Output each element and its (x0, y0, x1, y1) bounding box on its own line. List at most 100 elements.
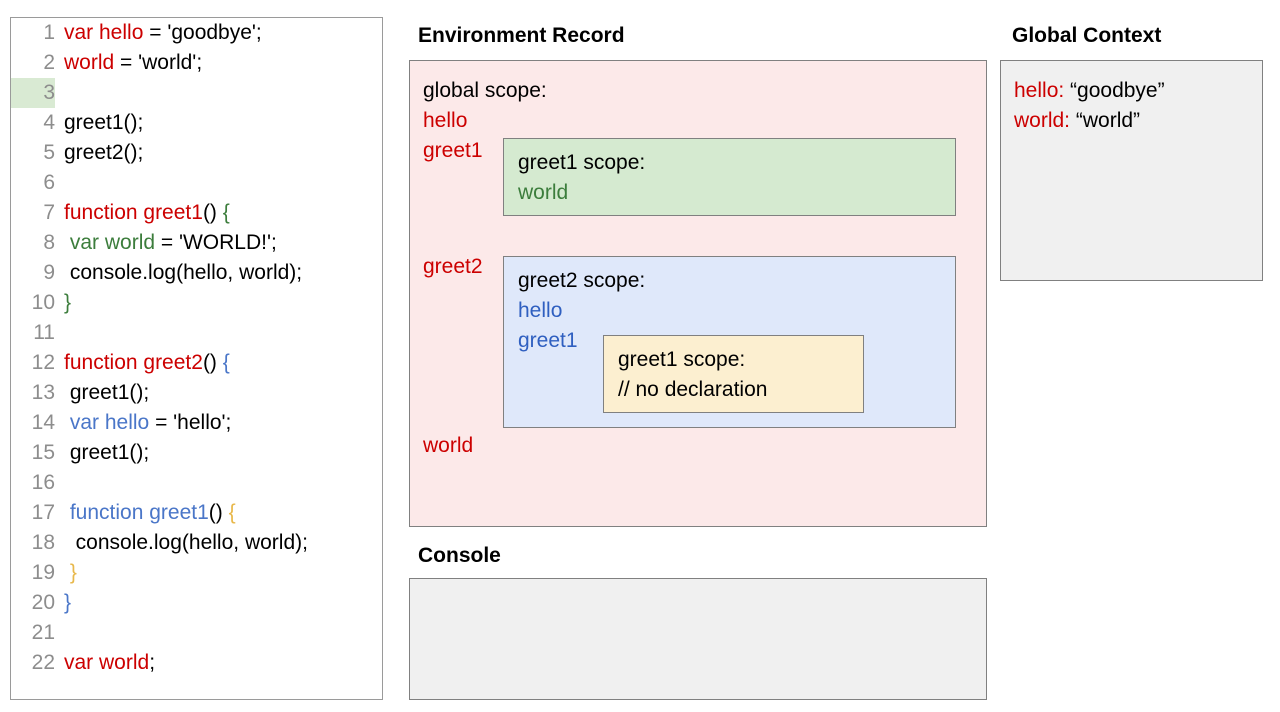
code-token: greet1(); (64, 111, 144, 134)
code-token: function greet1 (64, 201, 203, 224)
code-line-text: console.log(hello, world); (55, 528, 308, 558)
code-token: { (222, 201, 230, 224)
code-line-number: 2 (43, 51, 55, 74)
code-line[interactable]: 21 (11, 618, 382, 648)
code-line-text: function greet2() { (55, 348, 230, 378)
greet2-scope-box: greet2 scope: hello greet1 greet1 scope:… (503, 256, 956, 428)
code-token: } (69, 561, 77, 584)
code-line-number: 6 (43, 171, 55, 194)
code-line-text: var hello = 'hello'; (55, 408, 232, 438)
greet1-scope-label: greet1 scope: (518, 151, 646, 174)
code-token: () (202, 351, 223, 374)
code-line-text: } (55, 588, 71, 618)
global-context-entry-value: “goodbye” (1064, 79, 1165, 102)
code-line-number: 1 (43, 21, 55, 44)
code-line[interactable]: 13 greet1(); (11, 378, 382, 408)
code-line-text: greet1(); (55, 438, 149, 468)
code-line-text: var world = 'WORLD!'; (55, 228, 277, 258)
code-token: = 'hello'; (149, 411, 232, 434)
global-var-hello: hello (423, 109, 468, 132)
code-line-text: var world; (55, 648, 155, 678)
code-line[interactable]: 8 var world = 'WORLD!'; (11, 228, 382, 258)
code-line-text: function greet1() { (55, 198, 230, 228)
greet1-scope-var-world: world (518, 181, 569, 204)
code-line-number: 17 (31, 501, 55, 524)
code-token: () (202, 201, 223, 224)
code-token: () (208, 501, 229, 524)
code-line[interactable]: 17 function greet1() { (11, 498, 382, 528)
code-token: ; (149, 651, 156, 674)
code-line[interactable]: 9 console.log(hello, world); (11, 258, 382, 288)
code-line-number: 13 (31, 381, 55, 404)
code-line-text: } (55, 288, 71, 318)
code-line-number: 7 (43, 201, 55, 224)
greet2-scope-var-greet1: greet1 (518, 329, 578, 352)
code-line-number: 10 (31, 291, 55, 314)
code-line[interactable]: 4 greet1(); (11, 108, 382, 138)
code-line-number: 22 (31, 651, 55, 674)
greet2-scope-label: greet2 scope: (518, 269, 646, 292)
global-context-entry: hello: “goodbye” (1014, 79, 1165, 103)
code-line-text: var hello = 'goodbye'; (55, 18, 262, 48)
code-token: function greet1 (69, 501, 209, 524)
code-line-text: world = 'world'; (55, 48, 202, 78)
code-line-number: 11 (33, 321, 55, 344)
code-line-number: 18 (31, 531, 55, 554)
code-token: = 'world'; (114, 51, 203, 74)
environment-record-title: Environment Record (418, 24, 625, 47)
global-context-entry: world: “world” (1014, 109, 1140, 133)
code-line[interactable]: 15 greet1(); (11, 438, 382, 468)
code-token: function greet2 (64, 351, 203, 374)
code-token: world (64, 51, 115, 74)
code-line-text: greet2(); (55, 138, 143, 168)
code-line-text: greet1(); (55, 108, 143, 138)
greet1-scope-box: greet1 scope: world (503, 138, 956, 216)
code-line-number: 12 (31, 351, 55, 374)
global-var-greet2: greet2 (423, 255, 483, 278)
code-line[interactable]: 3 (11, 78, 382, 108)
inner-greet1-scope-label: greet1 scope: (618, 348, 746, 371)
code-line[interactable]: 18 console.log(hello, world); (11, 528, 382, 558)
code-line-number: 4 (43, 111, 55, 134)
global-var-greet1: greet1 (423, 139, 483, 162)
code-token: greet1(); (64, 441, 150, 464)
code-line[interactable]: 14 var hello = 'hello'; (11, 408, 382, 438)
code-line-number: 14 (31, 411, 55, 434)
code-token: greet1(); (64, 381, 150, 404)
code-token: { (228, 501, 236, 524)
inner-greet1-scope-note: // no declaration (618, 378, 768, 401)
code-token: } (64, 591, 72, 614)
code-token: var hello (69, 411, 150, 434)
code-line[interactable]: 19 } (11, 558, 382, 588)
code-line-text: } (55, 558, 77, 588)
code-line-number: 20 (31, 591, 55, 614)
code-line-number: 19 (31, 561, 55, 584)
global-context-entry-value: “world” (1070, 109, 1141, 132)
code-token: = 'goodbye'; (143, 21, 262, 44)
code-token: greet2(); (64, 141, 144, 164)
code-line-number: 3 (11, 78, 55, 108)
code-token: { (222, 351, 230, 374)
code-token: console.log(hello, world); (64, 531, 308, 554)
code-line[interactable]: 6 (11, 168, 382, 198)
code-line-text: greet1(); (55, 378, 149, 408)
code-line-text: function greet1() { (55, 498, 236, 528)
global-scope-label: global scope: (423, 79, 547, 102)
global-var-world: world (423, 434, 474, 457)
code-line[interactable]: 20} (11, 588, 382, 618)
code-token: = 'WORLD!'; (155, 231, 277, 254)
console-box[interactable] (409, 578, 987, 700)
code-line[interactable]: 11 (11, 318, 382, 348)
console-title: Console (418, 544, 501, 567)
code-line[interactable]: 10} (11, 288, 382, 318)
environment-record-box: global scope: hello greet1 greet2 world … (409, 60, 987, 527)
code-line[interactable]: 16 (11, 468, 382, 498)
code-token: var world (64, 651, 150, 674)
